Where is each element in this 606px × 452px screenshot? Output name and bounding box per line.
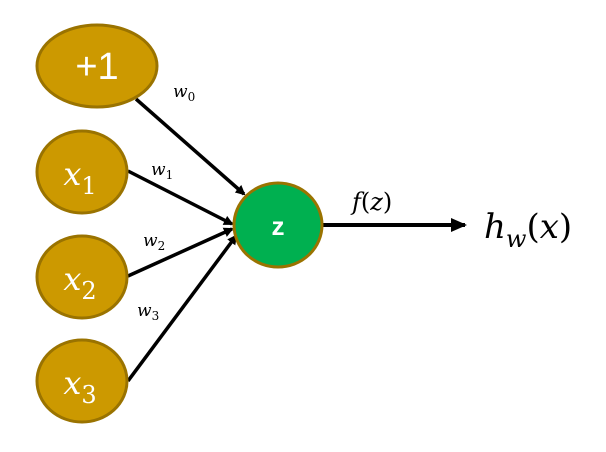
neuron-node-shape <box>232 181 324 269</box>
input-node-x1: x1 <box>35 129 129 215</box>
weight-label-w3: w3 <box>137 301 159 323</box>
edge-x1-to-z <box>127 169 234 226</box>
edge-x2-to-z <box>127 227 234 278</box>
activation-label: f(z) <box>350 188 392 216</box>
bias-node: +1 <box>35 23 159 109</box>
input-node-x2: x2 <box>35 234 129 320</box>
input-node-x3-shape <box>35 338 129 424</box>
weight-label-w1: w1 <box>151 160 173 182</box>
weight-label-w2: w2 <box>143 231 165 253</box>
input-node-x3: x3 <box>35 338 129 424</box>
neuron-node: z <box>232 181 324 269</box>
input-node-x1-label: x1 <box>63 155 96 200</box>
output-label: hw(x) <box>484 207 572 253</box>
input-node-x3-label: x3 <box>63 364 96 409</box>
edge-bias-to-z <box>134 97 246 196</box>
input-node-x1-shape <box>35 129 129 215</box>
weight-label-w0: w0 <box>173 82 195 104</box>
input-node-x2-shape <box>35 234 129 320</box>
edge-x3-to-z <box>126 234 238 383</box>
bias-node-label: +1 <box>75 46 118 88</box>
bias-node-shape <box>35 23 159 109</box>
neuron-node-label: z <box>272 211 285 241</box>
input-node-x2-label: x2 <box>63 260 96 305</box>
